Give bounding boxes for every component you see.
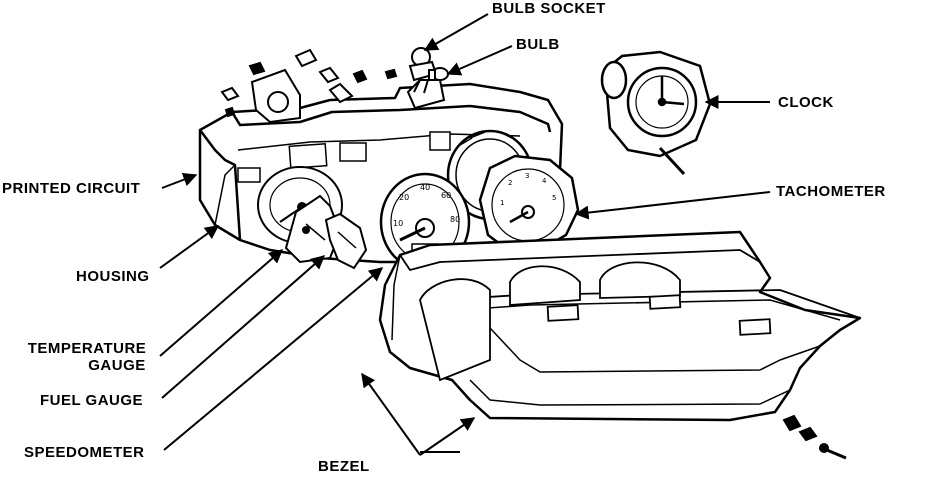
svg-text:60: 60 — [441, 191, 451, 200]
leader-bezel-b — [419, 417, 476, 456]
leader-housing — [159, 225, 220, 269]
label-printed-circuit: PRINTED CIRCUIT — [2, 180, 141, 197]
svg-text:40: 40 — [420, 183, 430, 192]
fuel-gauge-part — [324, 212, 368, 270]
leader-temperature-gauge — [159, 249, 284, 357]
label-bulb: BULB — [516, 36, 560, 53]
svg-text:2: 2 — [508, 179, 512, 187]
label-temperature-gauge-line2: GAUGE — [88, 357, 146, 374]
leader-bezel-a — [361, 372, 421, 456]
bezel-part — [378, 230, 862, 422]
label-bezel: BEZEL — [318, 458, 370, 475]
svg-text:4: 4 — [542, 177, 547, 185]
svg-text:1: 1 — [500, 199, 504, 207]
bezel-openings — [419, 261, 772, 382]
clock-part — [600, 50, 712, 176]
leader-tachometer — [574, 191, 771, 220]
leader-speedometer — [163, 267, 384, 451]
label-housing: HOUSING — [76, 268, 150, 285]
label-speedometer: SPEEDOMETER — [24, 444, 145, 461]
svg-text:10: 10 — [393, 219, 403, 228]
svg-text:20: 20 — [399, 193, 409, 202]
leader-bulb-socket — [423, 13, 489, 51]
label-clock: CLOCK — [778, 94, 834, 111]
label-temperature-gauge: TEMPERATURE GAUGE — [12, 340, 162, 374]
label-temperature-gauge-line1: TEMPERATURE — [27, 340, 147, 357]
housing-cutouts — [237, 131, 451, 183]
svg-text:3: 3 — [525, 172, 529, 180]
svg-text:80: 80 — [450, 215, 460, 224]
leader-lines — [159, 13, 771, 456]
leader-fuel-gauge — [161, 255, 326, 399]
leader-bulb — [446, 45, 513, 76]
svg-text:5: 5 — [552, 194, 556, 202]
tachometer-part: 2 3 4 5 1 — [478, 154, 580, 252]
label-bulb-socket: BULB SOCKET — [492, 0, 606, 17]
leader-printed-circuit — [161, 172, 198, 189]
label-tachometer: TACHOMETER — [776, 183, 886, 200]
small-fasteners — [220, 48, 398, 118]
label-fuel-gauge: FUEL GAUGE — [40, 392, 144, 409]
bezel-screws — [782, 414, 847, 460]
bulb-part — [428, 67, 449, 81]
